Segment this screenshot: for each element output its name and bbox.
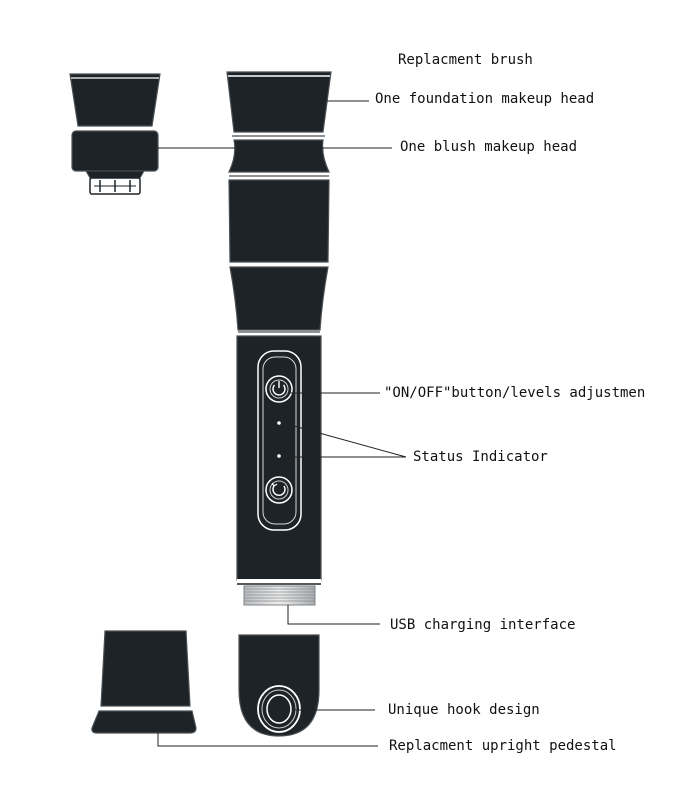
leader-usb-charging bbox=[287, 605, 380, 625]
leader-upright-pedestal bbox=[157, 733, 378, 747]
label-blush-head: One blush makeup head bbox=[400, 139, 578, 155]
handle-upper-body bbox=[228, 179, 330, 263]
label-replacement-brush: Replacment brush bbox=[398, 52, 533, 68]
power-button[interactable] bbox=[265, 375, 293, 403]
hook-base bbox=[238, 634, 320, 737]
usb-thread-connector bbox=[243, 585, 316, 606]
status-dot-1 bbox=[277, 421, 281, 425]
leader-status-indicator-1 bbox=[282, 422, 407, 458]
status-dot-2 bbox=[277, 454, 281, 458]
level-button[interactable] bbox=[265, 476, 293, 504]
label-foundation-head: One foundation makeup head bbox=[375, 91, 595, 107]
handle-waist bbox=[229, 266, 329, 331]
label-on-off-button: "ON/OFF"button/levels adjustmen bbox=[384, 385, 646, 401]
label-upright-pedestal: Replacment upright pedestal bbox=[389, 738, 617, 754]
leader-lines bbox=[140, 100, 407, 747]
foundation-head-shape bbox=[226, 71, 332, 133]
label-status-indicator: Status Indicator bbox=[413, 449, 548, 465]
main-handle bbox=[226, 71, 332, 585]
label-usb-charging: USB charging interface bbox=[390, 617, 576, 633]
label-hook-design: Unique hook design bbox=[388, 702, 540, 718]
handle-neck-shape bbox=[228, 139, 330, 173]
blush-head bbox=[69, 73, 161, 195]
upright-pedestal bbox=[91, 630, 197, 734]
